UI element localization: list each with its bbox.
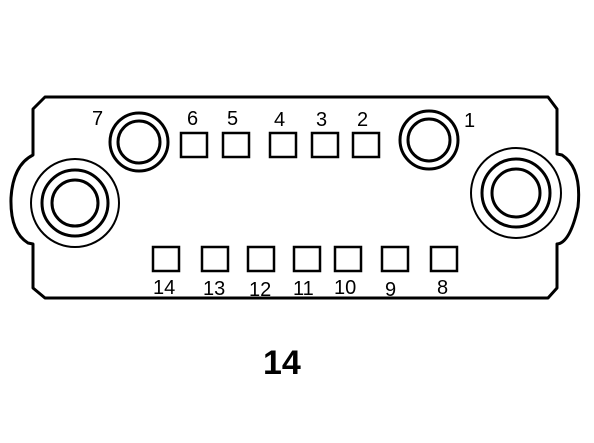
pin-label-2: 2: [357, 109, 368, 131]
pin-label-7: 7: [92, 108, 103, 130]
pin-label-13: 13: [203, 278, 225, 300]
pin-label-1: 1: [464, 110, 475, 132]
pin-label-11: 11: [293, 278, 314, 300]
pin-14-contact: [151, 245, 181, 273]
pin-label-4: 4: [274, 109, 285, 131]
pin-label-6: 6: [187, 108, 198, 130]
pin-label-12: 12: [249, 279, 271, 301]
pin-5-contact: [221, 131, 251, 159]
right-mounting-hole: [470, 147, 562, 239]
pin-4-contact: [268, 131, 298, 159]
pin-12-contact: [246, 245, 276, 273]
pin-label-10: 10: [334, 277, 356, 299]
pin-label-5: 5: [227, 108, 238, 130]
pin-11-contact: [292, 245, 322, 273]
pin-3-contact: [310, 131, 340, 159]
pin-label-3: 3: [316, 109, 327, 131]
pin-13-contact: [200, 245, 230, 273]
pin-9-contact: [380, 245, 410, 273]
pin-10-contact: [333, 245, 363, 273]
pin-6-contact: [179, 131, 209, 159]
left-mounting-hole: [30, 158, 120, 248]
pin-label-14: 14: [153, 277, 175, 299]
pin-label-8: 8: [437, 277, 448, 299]
pin-2-contact: [351, 131, 381, 159]
figure-caption: 14: [263, 344, 301, 382]
pin-label-9: 9: [385, 279, 396, 301]
pin-1-post: [398, 109, 460, 171]
pin-8-contact: [429, 245, 459, 273]
pin-7-post: [108, 111, 170, 173]
